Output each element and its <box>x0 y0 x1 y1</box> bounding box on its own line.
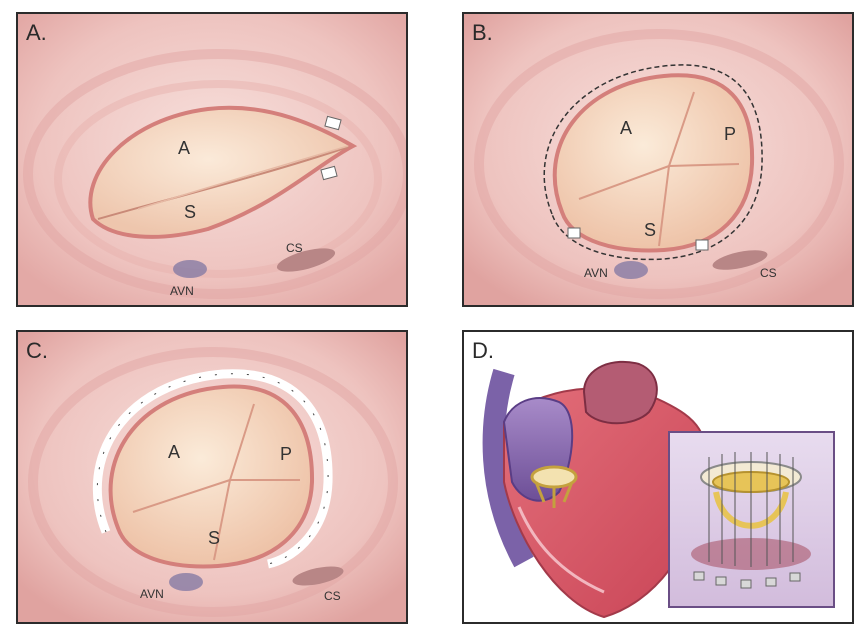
panel-b: A P S AVN CS B. <box>462 12 854 307</box>
leaflet-label-p: P <box>280 444 292 464</box>
avn-marker <box>173 260 207 278</box>
avn-label: AVN <box>584 266 608 280</box>
prosthetic-ring <box>530 465 578 508</box>
annuloplasty-band <box>92 369 333 569</box>
panel-b-illustration: A P S AVN CS <box>464 14 852 305</box>
cs-marker <box>276 248 336 272</box>
aorta <box>582 360 658 425</box>
leaflet-label-a: A <box>168 442 180 462</box>
suture-pledget <box>695 239 709 251</box>
panel-a: A S AVN CS A. <box>16 12 408 307</box>
avn-label: AVN <box>170 284 194 298</box>
cs-label: CS <box>286 241 303 255</box>
panel-c-illustration: A P S AVN CS <box>18 332 406 622</box>
cs-label: CS <box>324 589 341 603</box>
panel-c: A P S AVN CS C. <box>16 330 408 624</box>
leaflet-label-s: S <box>208 528 220 548</box>
panel-d: D. <box>462 330 854 624</box>
avn-label: AVN <box>140 587 164 601</box>
avn-marker <box>614 261 648 279</box>
panel-b-label: B. <box>472 20 493 45</box>
panel-a-label: A. <box>26 20 47 45</box>
panel-a-illustration: A S AVN CS <box>18 14 406 305</box>
suture-pledget <box>320 165 338 181</box>
suture-pledget <box>324 115 342 131</box>
vena-cava <box>482 368 534 568</box>
leaflet-label-a: A <box>620 118 632 138</box>
leaflet-label-p: P <box>724 124 736 144</box>
leaflet-label-a: A <box>178 138 190 158</box>
sutures <box>708 452 794 567</box>
avn-marker <box>169 573 203 591</box>
leaflet-label-s: S <box>644 220 656 240</box>
cs-label: CS <box>760 266 777 280</box>
annulus-ring <box>88 105 358 239</box>
pledgets <box>693 571 801 589</box>
panel-d-label: D. <box>472 338 494 363</box>
panel-c-label: C. <box>26 338 48 363</box>
panel-d-illustration <box>482 360 835 619</box>
leaflet-label-s: S <box>184 202 196 222</box>
suture-pledget <box>567 227 581 239</box>
cs-marker <box>712 250 768 270</box>
cs-marker <box>292 566 344 586</box>
dashed-annuloplasty-line <box>543 64 763 261</box>
